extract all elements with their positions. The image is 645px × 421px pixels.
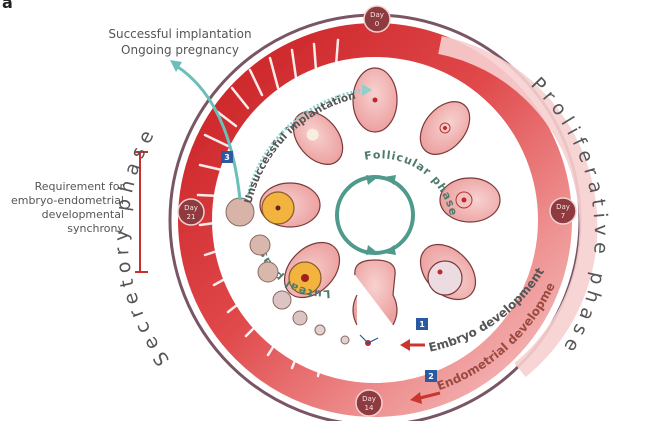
- svg-text:Day: Day: [362, 395, 376, 403]
- gland-texture: [196, 38, 340, 378]
- embryo-arrow: [400, 339, 425, 351]
- outcome-line2: Ongoing pregnancy: [121, 43, 239, 57]
- synchrony-bracket: [135, 151, 148, 273]
- ovary-cycle: [259, 67, 501, 326]
- panel-label: a: [2, 0, 13, 12]
- marker-1: 1: [416, 318, 428, 330]
- requirement-line3: developmental: [42, 208, 124, 221]
- outcome-line1: Successful implantation: [108, 27, 251, 41]
- svg-text:2: 2: [428, 372, 434, 381]
- requirement-line4: synchrony: [67, 222, 124, 235]
- requirement-line1: Requirement for: [35, 180, 125, 193]
- svg-text:3: 3: [224, 153, 230, 162]
- success-arrow: [174, 63, 242, 201]
- embryo-sequence: [225, 197, 379, 346]
- unsuccessful-arrow: [246, 88, 366, 196]
- marker-2: 2: [425, 370, 437, 382]
- day-21-badge: Day 21: [177, 198, 205, 226]
- marker-3: 3: [221, 151, 233, 163]
- endometrial-arrow: [410, 391, 441, 404]
- day-14-badge: Day 14: [355, 389, 383, 417]
- requirement-line2: embryo-endometrial: [11, 194, 124, 207]
- svg-text:Day: Day: [370, 11, 384, 19]
- svg-text:14: 14: [365, 404, 374, 412]
- day-7-badge: Day 7: [549, 197, 577, 225]
- svg-text:21: 21: [187, 213, 196, 221]
- svg-text:0: 0: [375, 20, 379, 28]
- day-0-badge: Day 0: [363, 5, 391, 33]
- svg-text:7: 7: [561, 212, 565, 220]
- secretory-phase-label: Secretory phase: [111, 121, 174, 369]
- svg-text:Day: Day: [184, 204, 198, 212]
- svg-text:Day: Day: [556, 203, 570, 211]
- svg-text:1: 1: [419, 320, 425, 329]
